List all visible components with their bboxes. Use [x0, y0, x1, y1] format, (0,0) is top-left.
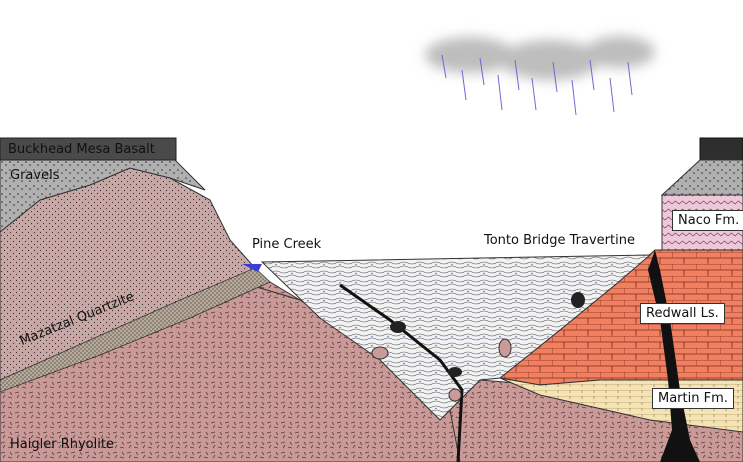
label-naco-fm: Naco Fm. — [672, 210, 743, 231]
gravels-left — [0, 159, 206, 233]
quartzite-band — [0, 267, 271, 393]
label-gravels: Gravels — [10, 168, 60, 183]
gravels-right — [660, 159, 743, 196]
basalt-right — [699, 137, 743, 161]
label-haigler-rhyolite: Haigler Rhyolite — [10, 437, 114, 452]
travertine-fill — [260, 254, 652, 421]
boulder-4 — [371, 346, 389, 360]
label-redwall-ls: Redwall Ls. — [640, 303, 725, 324]
pine-creek-water — [242, 264, 262, 272]
rain-streaks — [441, 54, 633, 116]
label-pine-creek: Pine Creek — [252, 237, 322, 252]
boulder-3 — [448, 367, 462, 377]
buckhead-basalt-left — [0, 137, 177, 161]
rain-cloud — [425, 36, 655, 80]
label-buckhead-mesa-basalt: Buckhead Mesa Basalt — [8, 142, 155, 157]
boulder-6 — [448, 388, 462, 402]
boulder-1 — [390, 321, 406, 333]
boulder-2 — [571, 292, 585, 308]
boulder-5 — [498, 338, 512, 358]
label-martin-fm: Martin Fm. — [652, 388, 734, 409]
fault-line — [339, 283, 464, 462]
label-tonto-bridge-travertine: Tonto Bridge Travertine — [484, 233, 635, 248]
